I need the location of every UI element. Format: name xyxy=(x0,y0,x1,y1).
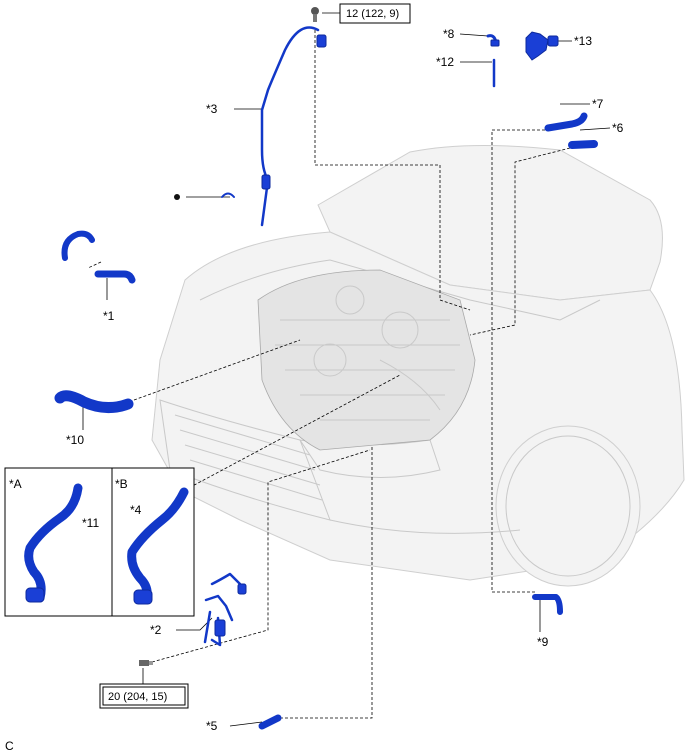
part-6-hose xyxy=(568,140,598,149)
label-part-11: *11 xyxy=(82,516,99,530)
dashed-leaders xyxy=(87,30,571,719)
part-10-hose xyxy=(54,390,134,413)
label-part-4: *4 xyxy=(130,503,142,517)
label-part-12: *12 xyxy=(436,55,454,69)
label-part-9: *9 xyxy=(537,635,549,649)
label-part-8: *8 xyxy=(443,27,455,41)
inset-b-title: *B xyxy=(115,477,128,491)
part-labels: *3 *1 *10 *11 *4 *2 *5 *8 *12 *13 *7 *6 … xyxy=(66,27,624,733)
wheel xyxy=(495,425,641,587)
engine-assembly xyxy=(257,269,476,451)
bolt-icon xyxy=(311,7,319,22)
label-part-1: *1 xyxy=(103,309,115,323)
label-part-7: *7 xyxy=(592,97,604,111)
part-5-hose xyxy=(258,714,282,730)
inset-a-title: *A xyxy=(9,477,22,491)
torque-callout-bottom: 20 (204, 15) xyxy=(99,683,189,709)
part-7-hose xyxy=(544,112,588,132)
part-13-bracket xyxy=(525,31,559,61)
part-1-hose xyxy=(61,230,136,284)
label-part-3: *3 xyxy=(206,102,218,116)
bolt-icon xyxy=(139,660,153,666)
clamp-icon xyxy=(174,192,235,200)
torque-value-top: 12 (122, 9) xyxy=(346,8,399,20)
figure-code: C xyxy=(5,739,14,753)
part-2-harness xyxy=(203,572,247,647)
label-part-2: *2 xyxy=(150,623,162,637)
torque-value-bottom: 20 (204, 15) xyxy=(108,691,167,703)
torque-callout-top: 12 (122, 9) xyxy=(322,3,411,24)
inset-a: *A xyxy=(4,467,113,617)
label-part-10: *10 xyxy=(66,433,84,447)
inset-b: *B xyxy=(111,467,195,617)
label-part-6: *6 xyxy=(612,121,624,135)
part-9-hose xyxy=(532,594,563,615)
label-part-5: *5 xyxy=(206,719,218,733)
label-part-13: *13 xyxy=(574,34,592,48)
part-3-harness xyxy=(260,26,327,227)
part-8-connector xyxy=(486,34,500,47)
